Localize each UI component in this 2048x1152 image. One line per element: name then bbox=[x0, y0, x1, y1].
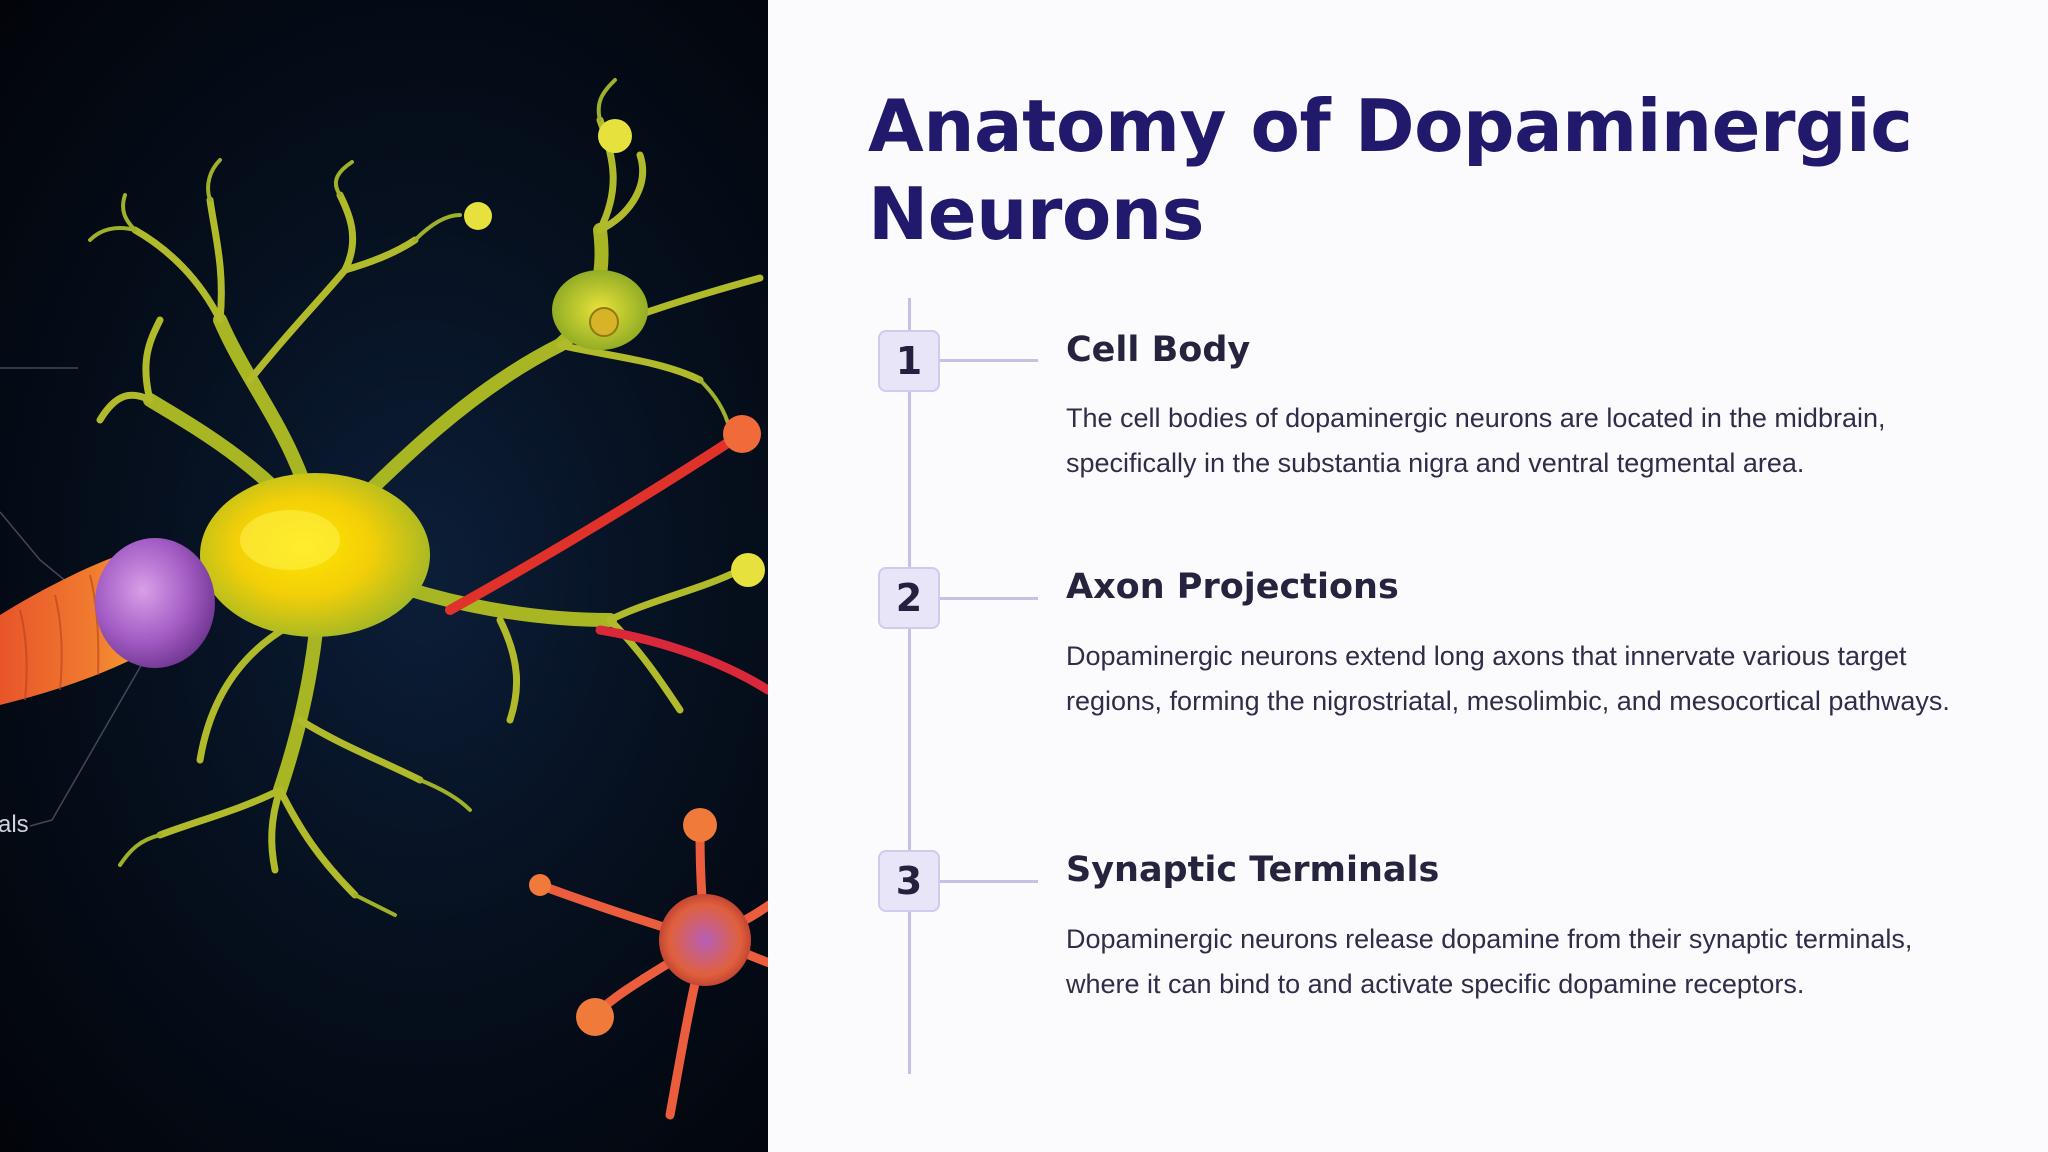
dendrites bbox=[88, 78, 764, 917]
step-title: Synaptic Terminals bbox=[1066, 850, 1440, 890]
step-number-badge: 2 bbox=[878, 567, 940, 629]
neuron-illustration-svg: als bbox=[0, 78, 768, 1120]
neuron-illustration: als bbox=[0, 0, 768, 1152]
step-number-badge: 1 bbox=[878, 330, 940, 392]
image-label-fragment: als bbox=[0, 811, 29, 838]
timeline-line bbox=[908, 298, 911, 1074]
step-connector bbox=[940, 880, 1038, 883]
small-cell bbox=[529, 808, 768, 1120]
step-description: The cell bodies of dopaminergic neurons … bbox=[1066, 403, 1886, 478]
step-connector bbox=[940, 597, 1038, 600]
content-panel: Anatomy of Dopaminergic Neurons 1 Cell B… bbox=[768, 0, 2048, 1152]
step-description: Dopaminergic neurons extend long axons t… bbox=[1066, 641, 1950, 716]
red-fiber-lower bbox=[595, 625, 768, 695]
red-fiber-upper bbox=[445, 430, 745, 615]
step-title: Axon Projections bbox=[1066, 567, 1399, 607]
step-title: Cell Body bbox=[1066, 330, 1251, 370]
step-description: Dopaminergic neurons release dopamine fr… bbox=[1066, 924, 1913, 999]
axon-hillock bbox=[95, 538, 215, 668]
step-number-badge: 3 bbox=[878, 850, 940, 912]
page-title: Anatomy of Dopaminergic Neurons bbox=[868, 84, 1913, 256]
terminal-knobs bbox=[464, 119, 765, 587]
step-connector bbox=[940, 359, 1038, 362]
